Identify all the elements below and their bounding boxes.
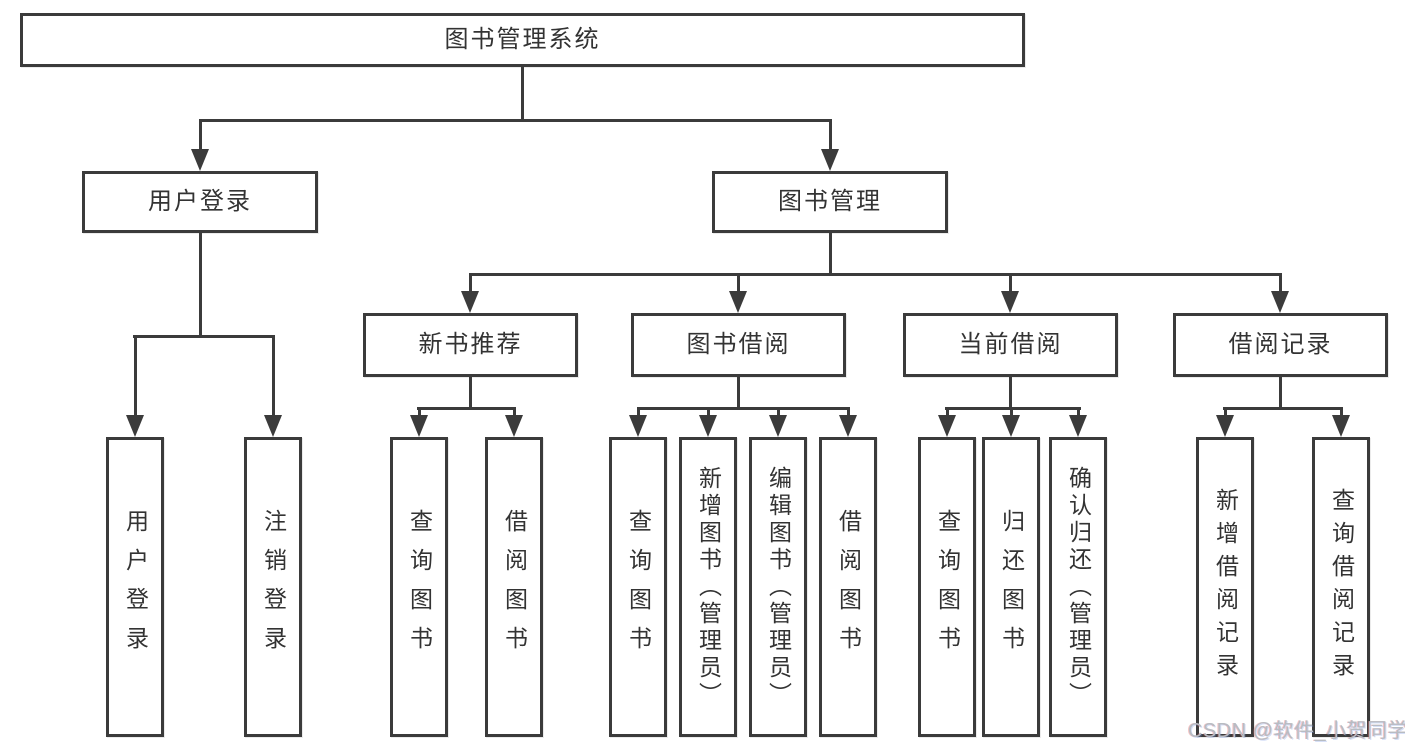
node-borrow-records: 借阅记录 [1173, 313, 1388, 377]
connector-arrow-userlogin-shaft [134, 335, 137, 416]
arrowhead-recommend-icon [461, 291, 479, 313]
watermark: CSDN @软件_小贺同学 [1188, 720, 1405, 742]
node-leaf-rec-borrow-books: 借阅图书 [485, 437, 543, 737]
node-leaf-recd-add-record-label: 新增借阅记录 [1212, 488, 1239, 686]
connector-arrow-rec-borrow-shaft [513, 407, 516, 416]
connector-borrow-branch [637, 407, 850, 410]
node-leaf-cur-query-books: 查询图书 [918, 437, 976, 737]
arrowhead-current-icon [1001, 291, 1019, 313]
node-leaf-recd-add-record: 新增借阅记录 [1196, 437, 1254, 737]
node-leaf-cur-query-books-label: 查询图书 [934, 509, 961, 665]
arrowhead-cur-query-icon [938, 415, 956, 437]
connector-recommend-stem [469, 376, 472, 410]
connector-arrow-current-shaft [1009, 273, 1012, 293]
connector-arrow-cur-query-shaft [946, 407, 949, 416]
node-leaf-recd-query-record: 查询借阅记录 [1312, 437, 1370, 737]
node-leaf-rec-query-books-label: 查询图书 [406, 509, 433, 665]
node-leaf-bor-query-books-label: 查询图书 [625, 509, 652, 665]
connector-root-stem [521, 66, 524, 122]
connector-login-branch [133, 335, 275, 338]
node-leaf-bor-add-books-admin-label: 新增图书（管理员） [695, 465, 722, 709]
node-book-borrow: 图书借阅 [631, 313, 846, 377]
connector-records-branch [1223, 407, 1343, 410]
connector-recommend-branch [417, 407, 516, 410]
connector-arrow-records-shaft [1279, 273, 1282, 293]
node-leaf-cur-return-books: 归还图书 [982, 437, 1040, 737]
node-current-borrow: 当前借阅 [903, 313, 1118, 377]
connector-arrow-recd-query-shaft [1340, 407, 1343, 416]
connector-arrow-cur-return-shaft [1010, 407, 1013, 416]
arrowhead-bor-borrow-icon [839, 415, 857, 437]
connector-arrow-recd-add-shaft [1224, 407, 1227, 416]
connector-borrow-stem [737, 376, 740, 410]
node-leaf-user-login: 用户登录 [106, 437, 164, 737]
arrowhead-borrow-icon [729, 291, 747, 313]
node-leaf-cur-return-books-label: 归还图书 [998, 509, 1025, 665]
connector-arrow-bor-edit-shaft [777, 407, 780, 416]
arrowhead-bor-query-icon [629, 415, 647, 437]
node-book-borrow-label: 图书借阅 [686, 331, 791, 358]
connector-books-stem [829, 233, 832, 276]
node-user-login: 用户登录 [82, 171, 318, 233]
connector-login-stem [199, 233, 202, 338]
node-leaf-bor-edit-books-admin: 编辑图书（管理员） [749, 437, 807, 737]
node-leaf-cur-confirm-return-admin-label: 确认归还（管理员） [1065, 465, 1092, 709]
node-new-book-recommend: 新书推荐 [363, 313, 578, 377]
node-leaf-recd-query-record-label: 查询借阅记录 [1328, 488, 1355, 686]
connector-records-stem [1279, 376, 1282, 410]
node-leaf-logout-label: 注销登录 [260, 509, 287, 665]
arrowhead-userlogin-icon [126, 415, 144, 437]
node-leaf-user-login-label: 用户登录 [122, 509, 149, 665]
arrowhead-logout-icon [264, 415, 282, 437]
node-leaf-bor-borrow-books: 借阅图书 [819, 437, 877, 737]
node-leaf-bor-add-books-admin: 新增图书（管理员） [679, 437, 737, 737]
node-leaf-rec-query-books: 查询图书 [390, 437, 448, 737]
arrowhead-recd-query-icon [1332, 415, 1350, 437]
arrowhead-login-icon [191, 149, 209, 171]
connector-arrow-bor-add-shaft [707, 407, 710, 416]
connector-arrow-cur-confirm-shaft [1077, 407, 1080, 416]
connector-arrow-rec-query-shaft [418, 407, 421, 416]
connector-current-branch [945, 407, 1081, 410]
node-book-management: 图书管理 [712, 171, 948, 233]
node-borrow-records-label: 借阅记录 [1228, 331, 1333, 358]
arrowhead-bor-edit-icon [769, 415, 787, 437]
node-book-management-label: 图书管理 [778, 188, 882, 215]
node-user-login-label: 用户登录 [148, 188, 252, 215]
connector-books-branch [469, 273, 1282, 276]
node-leaf-bor-borrow-books-label: 借阅图书 [835, 509, 862, 665]
arrowhead-records-icon [1271, 291, 1289, 313]
connector-arrow-books-shaft [829, 119, 832, 151]
node-leaf-rec-borrow-books-label: 借阅图书 [501, 509, 528, 665]
node-leaf-cur-confirm-return-admin: 确认归还（管理员） [1049, 437, 1107, 737]
node-root-system-label: 图书管理系统 [444, 26, 601, 53]
arrowhead-rec-query-icon [410, 415, 428, 437]
arrowhead-cur-return-icon [1002, 415, 1020, 437]
node-current-borrow-label: 当前借阅 [958, 331, 1063, 358]
arrowhead-recd-add-icon [1216, 415, 1234, 437]
node-new-book-recommend-label: 新书推荐 [418, 331, 523, 358]
arrowhead-rec-borrow-icon [505, 415, 523, 437]
node-leaf-bor-edit-books-admin-label: 编辑图书（管理员） [765, 465, 792, 709]
arrowhead-cur-confirm-icon [1069, 415, 1087, 437]
node-root-system: 图书管理系统 [20, 13, 1025, 67]
connector-arrow-recommend-shaft [469, 273, 472, 293]
arrowhead-bor-add-icon [699, 415, 717, 437]
connector-current-stem [1009, 376, 1012, 410]
connector-arrow-bor-query-shaft [637, 407, 640, 416]
connector-arrow-login-shaft [199, 119, 202, 151]
node-leaf-bor-query-books: 查询图书 [609, 437, 667, 737]
connector-arrow-logout-shaft [272, 335, 275, 416]
connector-arrow-bor-borrow-shaft [847, 407, 850, 416]
connector-root-branch [199, 119, 832, 122]
arrowhead-books-icon [821, 149, 839, 171]
connector-arrow-borrow-shaft [737, 273, 740, 293]
node-leaf-logout: 注销登录 [244, 437, 302, 737]
